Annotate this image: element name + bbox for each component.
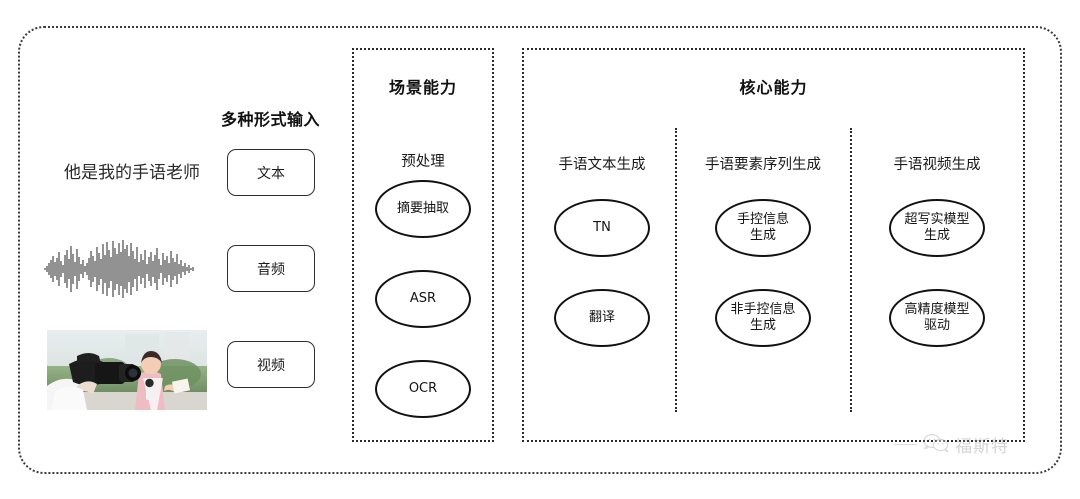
watermark: 福斯特 <box>893 432 1009 457</box>
input-button-text[interactable]: 文本 <box>227 149 315 196</box>
core-column-label: 手语要素序列生成 <box>705 157 821 173</box>
core-node-label: 手控信息生成 <box>736 212 789 243</box>
core-node-label: TN <box>593 219 611 235</box>
core-node-label: 高精度模型驱动 <box>904 302 970 333</box>
sample-text-input: 他是我的手语老师 <box>64 163 200 183</box>
core-node[interactable]: 超写实模型生成 <box>889 198 985 257</box>
scene-node[interactable]: ASR <box>375 270 471 328</box>
core-capability-panel: 核心能力 <box>522 48 1025 442</box>
wechat-icon <box>923 433 949 457</box>
core-column-divider-2 <box>850 128 852 412</box>
scene-node[interactable]: 摘要抽取 <box>375 180 471 238</box>
core-column-divider-1 <box>675 128 677 412</box>
video-thumbnail <box>47 330 207 410</box>
input-section-heading: 多种形式输入 <box>220 110 320 129</box>
core-column-sign-video-generation: 手语视频生成 超写实模型生成 高精度模型驱动 <box>851 158 1023 347</box>
core-node[interactable]: 翻译 <box>554 288 650 347</box>
watermark-text: 福斯特 <box>955 437 1009 457</box>
core-column-label: 手语视频生成 <box>893 157 981 173</box>
input-button-video[interactable]: 视频 <box>227 341 315 388</box>
core-node-label: 非手控信息生成 <box>730 302 796 333</box>
core-node-list: 手控信息生成 非手控信息生成 <box>677 198 849 347</box>
scene-node-label: OCR <box>408 381 438 397</box>
core-node-label: 超写实模型生成 <box>904 212 970 243</box>
scene-node-label: ASR <box>409 291 437 307</box>
scene-panel-title: 场景能力 <box>388 78 457 97</box>
core-node[interactable]: 非手控信息生成 <box>715 288 811 347</box>
input-button-audio[interactable]: 音频 <box>227 245 315 292</box>
scene-node-label: 摘要抽取 <box>396 201 449 217</box>
audio-waveform-icon <box>44 238 196 300</box>
core-node[interactable]: 高精度模型驱动 <box>889 288 985 347</box>
core-panel-title: 核心能力 <box>739 78 808 97</box>
scene-panel-subtitle: 预处理 <box>401 154 445 170</box>
core-column-sign-text-generation: 手语文本生成 TN 翻译 <box>528 158 676 347</box>
core-node-list: 超写实模型生成 高精度模型驱动 <box>851 198 1023 347</box>
core-node[interactable]: 手控信息生成 <box>715 198 811 257</box>
core-node-list: TN 翻译 <box>528 198 676 347</box>
core-column-sign-element-sequence-generation: 手语要素序列生成 手控信息生成 非手控信息生成 <box>677 158 849 347</box>
core-node[interactable]: TN <box>554 198 650 257</box>
scene-capability-panel: 场景能力 预处理 摘要抽取 ASR OCR <box>352 48 494 442</box>
watermark-dash <box>893 444 917 445</box>
outer-frame <box>18 26 1062 474</box>
core-column-label: 手语文本生成 <box>558 157 646 173</box>
core-node-label: 翻译 <box>588 309 615 325</box>
scene-node-list: 摘要抽取 ASR OCR <box>354 180 492 418</box>
scene-node[interactable]: OCR <box>375 360 471 418</box>
